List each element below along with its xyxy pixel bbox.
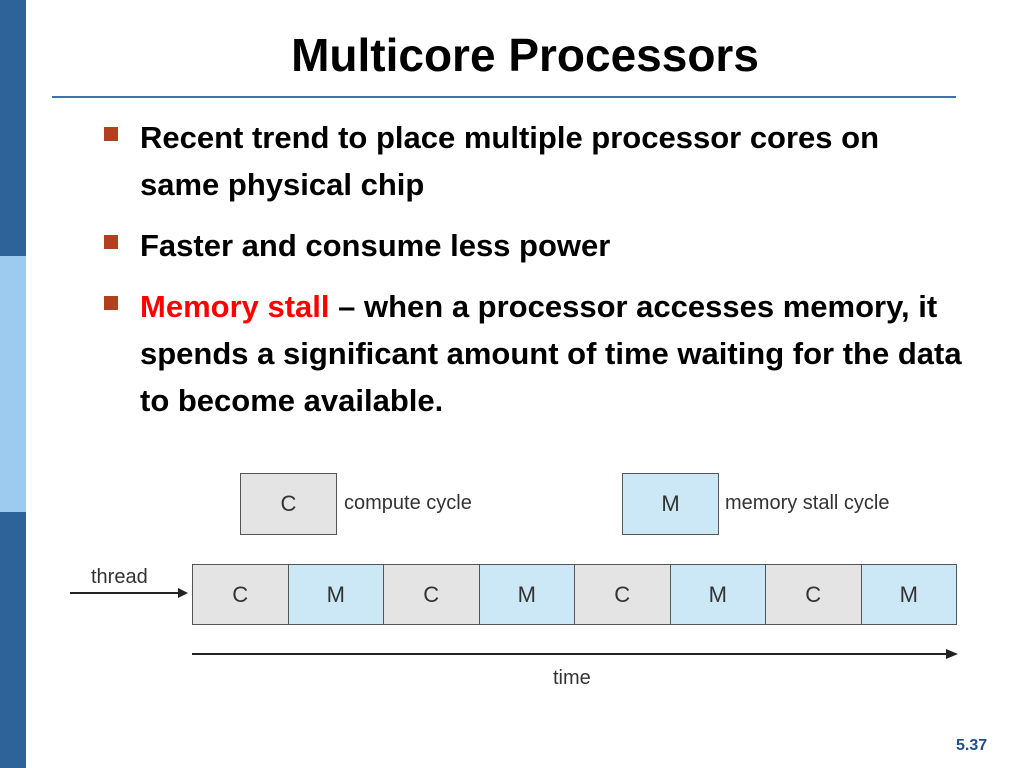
legend-memory-label: memory stall cycle <box>725 492 890 514</box>
left-bar-top-segment <box>0 0 26 256</box>
left-decorative-bar <box>0 0 26 768</box>
time-arrow-icon <box>192 649 958 659</box>
memory-stall-definition: – when a processor accesses memory, it s… <box>140 289 962 418</box>
cycle-cell: M <box>288 564 384 625</box>
cycle-cell: M <box>670 564 766 625</box>
cycle-cell: C <box>766 564 862 625</box>
cycle-cell: C <box>192 564 289 625</box>
slide-title: Multicore Processors <box>291 29 759 81</box>
legend-compute-box: C <box>240 473 337 535</box>
cycle-cell: M <box>479 564 575 625</box>
legend-compute-label: compute cycle <box>344 492 472 514</box>
cycle-cell: C <box>575 564 671 625</box>
bullet-item: Recent trend to place multiple processor… <box>104 114 964 208</box>
bullet-item: Memory stall – when a processor accesses… <box>104 283 964 424</box>
thread-label: thread <box>91 566 148 588</box>
cycle-cell: M <box>861 564 957 625</box>
memory-stall-term: Memory stall <box>140 289 330 324</box>
left-bar-middle-segment <box>0 256 26 512</box>
bullet-list: Recent trend to place multiple processor… <box>104 114 964 438</box>
page-number: 5.37 <box>956 737 988 754</box>
bullet-square-icon <box>104 127 118 141</box>
thread-arrow-icon <box>70 588 188 598</box>
bullet-square-icon <box>104 296 118 310</box>
thread-cycle-row: C M C M C M C M <box>192 564 957 625</box>
bullet-square-icon <box>104 235 118 249</box>
legend-memory-box: M <box>622 473 719 535</box>
cycle-cell: C <box>384 564 480 625</box>
bullet-item: Faster and consume less power <box>104 222 964 269</box>
bullet-text: Recent trend to place multiple processor… <box>140 120 880 202</box>
bullet-text: Faster and consume less power <box>140 228 611 263</box>
bullet-text: Memory stall – when a processor accesses… <box>140 283 964 424</box>
left-bar-bottom-segment <box>0 512 26 768</box>
time-label: time <box>553 667 591 689</box>
title-divider <box>52 96 956 98</box>
